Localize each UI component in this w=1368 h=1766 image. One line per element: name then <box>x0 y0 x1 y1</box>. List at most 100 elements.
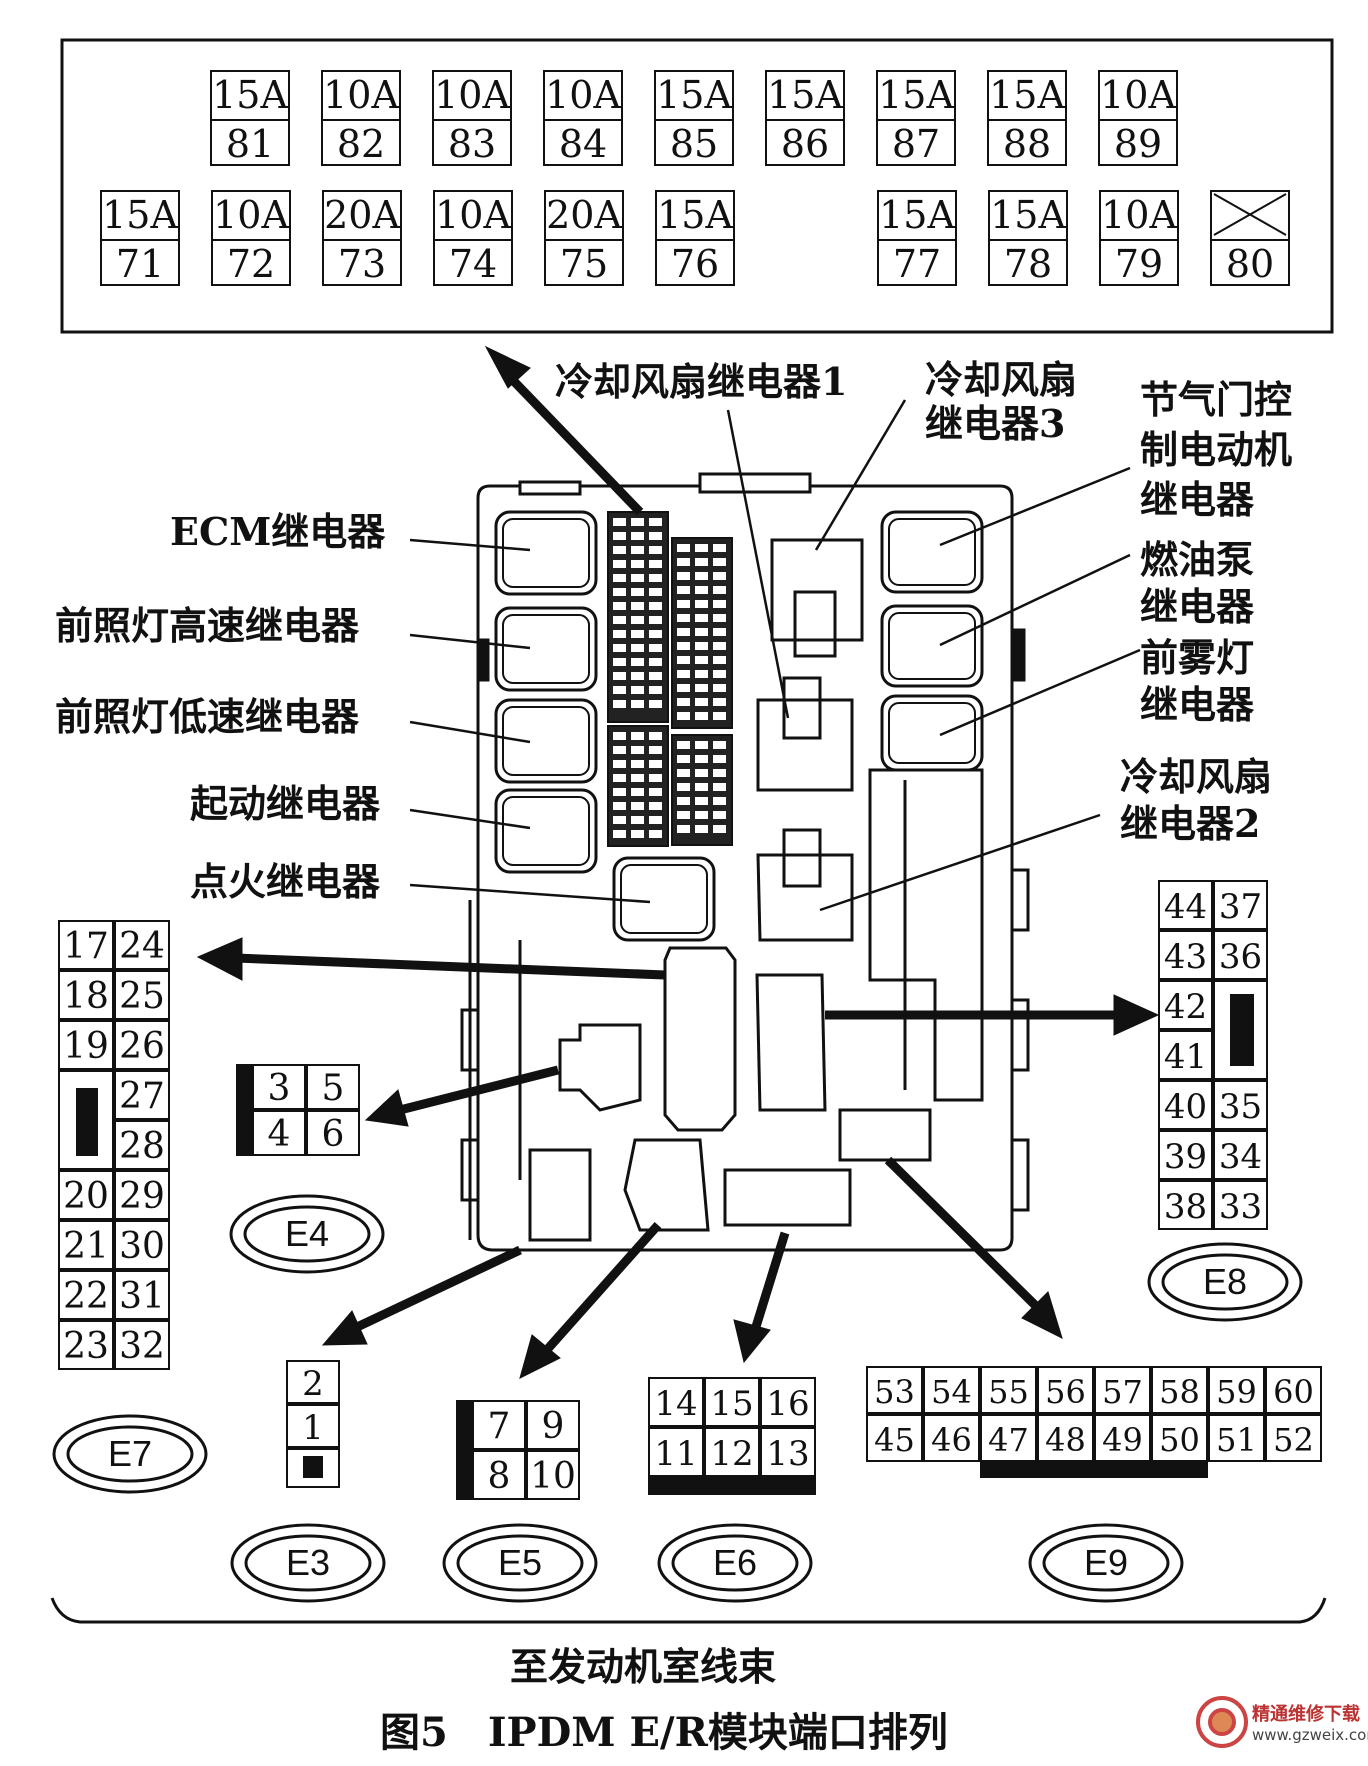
mini-fuse-slot <box>631 658 644 666</box>
terminal-cell: 18 <box>58 970 114 1020</box>
mini-fuse-slot <box>713 656 726 664</box>
mini-fuse-slot <box>649 672 662 680</box>
terminal-cell: 16 <box>760 1377 816 1427</box>
mini-fuse-slot <box>649 560 662 568</box>
mini-fuse-slot <box>713 586 726 594</box>
terminal-cell: 42 <box>1158 980 1213 1030</box>
key-stripe <box>236 1064 252 1156</box>
mini-fuse-slot <box>695 628 708 636</box>
terminal-cell: 47 <box>980 1414 1037 1462</box>
fuse-number: 80 <box>1225 242 1275 286</box>
mini-fuse-slot <box>695 741 708 749</box>
mini-fuse-slot <box>631 602 644 610</box>
mini-fuse-slot <box>677 572 690 580</box>
key-block <box>76 1088 98 1156</box>
mini-fuse-slot <box>713 684 726 692</box>
mini-fuse-slot <box>713 741 726 749</box>
logo-emblem <box>1196 1696 1248 1748</box>
fuse-amperage: 20A <box>546 192 622 241</box>
mini-fuse-slot <box>649 644 662 652</box>
mini-fuse-slot <box>677 741 690 749</box>
mini-fuse-slot <box>613 746 626 754</box>
fuse-number: 74 <box>448 242 498 286</box>
arrows <box>196 345 1160 1379</box>
mini-fuse-slot <box>631 788 644 796</box>
terminal-cell: 1 <box>286 1404 340 1448</box>
terminal-cell: 30 <box>114 1220 170 1270</box>
mini-fuse-slot <box>677 628 690 636</box>
mini-fuse-slot <box>713 811 726 819</box>
terminal-cell: 8 <box>472 1450 526 1500</box>
mini-fuse-slot <box>649 602 662 610</box>
mini-fuse-slot <box>649 830 662 838</box>
fuse-amperage: 15A <box>656 72 732 121</box>
label-throttle-relay-line2: 制电动机 <box>1140 427 1293 472</box>
mini-fuse-slot <box>713 825 726 833</box>
fuse-number: 83 <box>447 122 497 166</box>
terminal-cell: 27 <box>114 1070 170 1120</box>
terminal-cell: 20 <box>58 1170 114 1220</box>
fuse-amperage: 10A <box>323 72 399 121</box>
terminal-cell: 4 <box>252 1110 306 1156</box>
terminal-cell: 15 <box>704 1377 760 1427</box>
mini-fuse-slot <box>631 630 644 638</box>
mini-fuse-slot <box>713 544 726 552</box>
key-stripe <box>980 1462 1208 1478</box>
label-ignition-relay: 点火继电器 <box>190 859 381 904</box>
mini-fuse-slot <box>713 797 726 805</box>
mini-fuse-slot <box>649 760 662 768</box>
connector-name-e5: E5 <box>497 1542 543 1583</box>
mini-fuse-slot <box>649 816 662 824</box>
terminal-cell: 52 <box>1265 1414 1322 1462</box>
fuse-amperage: 10A <box>435 192 511 241</box>
fuse-panel-frame <box>60 38 1334 334</box>
fuse-number: 87 <box>891 122 941 166</box>
mini-fuse-slot <box>713 783 726 791</box>
mini-fuse-slot <box>695 656 708 664</box>
label-cooling-fan-relay-2-line1: 冷却风扇 <box>1120 754 1273 799</box>
mini-fuse-slot <box>677 811 690 819</box>
logo-text: 精通维修下载 <box>1252 1704 1360 1725</box>
mini-fuse-slot <box>649 802 662 810</box>
mini-fuse-slot <box>649 518 662 526</box>
mini-fuse-slot <box>649 700 662 708</box>
mini-fuse-slot <box>713 769 726 777</box>
mini-fuse-slot <box>713 670 726 678</box>
fuse-amperage: 10A <box>434 72 510 121</box>
mini-fuse-slot <box>613 630 626 638</box>
mini-fuse-slot <box>631 732 644 740</box>
fuse-number: 73 <box>337 242 387 286</box>
fuse-amperage: 15A <box>212 72 288 121</box>
connector-name-e9: E9 <box>1083 1542 1129 1583</box>
label-cooling-fan-relay-1: 冷却风扇继电器1 <box>555 359 848 404</box>
fuse-number: 86 <box>780 122 830 166</box>
key-block <box>1230 994 1254 1066</box>
mini-fuse-slot <box>631 644 644 652</box>
terminal-cell: 11 <box>648 1427 704 1477</box>
mini-fuse-slot <box>695 684 708 692</box>
fuse-80-empty: 80 <box>1210 190 1290 286</box>
mini-fuse-slot <box>713 614 726 622</box>
mini-fuse-slot <box>631 760 644 768</box>
mini-fuse-slot <box>695 797 708 805</box>
mini-fuse-slot <box>713 712 726 720</box>
mini-fuse-slot <box>695 558 708 566</box>
mini-fuse-slot <box>695 783 708 791</box>
mini-fuse-slot <box>613 700 626 708</box>
key-stripe <box>456 1400 472 1500</box>
mini-fuse-slot <box>713 628 726 636</box>
mini-fuse-slot <box>677 755 690 763</box>
terminal-cell: 49 <box>1094 1414 1151 1462</box>
label-cooling-fan-relay-3-line2: 继电器3 <box>925 401 1066 446</box>
mini-fuse-slot <box>631 574 644 582</box>
mini-fuse-slot <box>695 698 708 706</box>
mini-fuse-slot <box>613 732 626 740</box>
mini-fuse-slot <box>613 802 626 810</box>
mini-fuse-slot <box>631 774 644 782</box>
mini-fuse-slot <box>713 642 726 650</box>
mini-fuse-slot <box>677 614 690 622</box>
